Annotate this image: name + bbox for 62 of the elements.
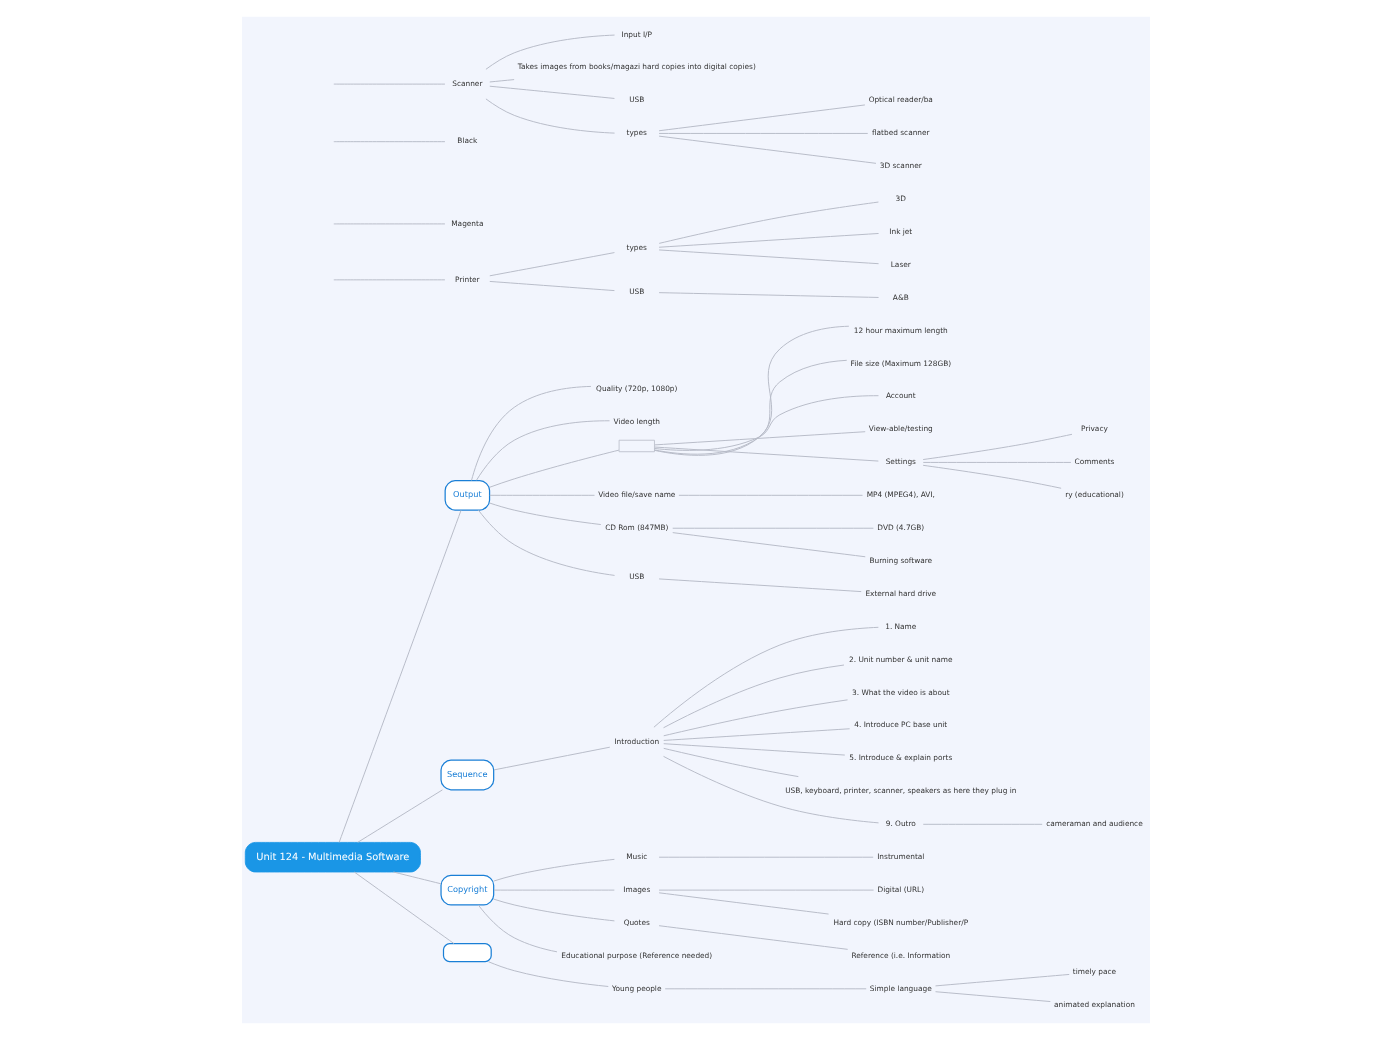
connector (333, 141, 446, 143)
connector (654, 395, 879, 451)
connector (471, 385, 592, 481)
connector (475, 420, 611, 481)
connector (658, 132, 869, 134)
connector (663, 747, 799, 778)
connector (663, 664, 845, 729)
connector (493, 898, 615, 922)
connector (353, 871, 455, 945)
connector (935, 991, 1051, 1003)
connector (333, 83, 446, 85)
connector (672, 532, 866, 558)
connector (333, 279, 446, 281)
node-box (618, 439, 655, 453)
connector (338, 510, 462, 843)
connector (664, 988, 867, 990)
connector (922, 433, 1073, 461)
connector (922, 823, 1043, 825)
connector (654, 431, 866, 446)
connector (489, 85, 615, 99)
connector (654, 446, 879, 462)
connector (477, 904, 558, 953)
connector (489, 449, 620, 488)
connector (493, 889, 615, 891)
connector (922, 461, 1072, 463)
connector (663, 755, 880, 824)
connector (658, 292, 880, 298)
connector (333, 223, 446, 225)
connector (663, 699, 849, 737)
connector (489, 494, 595, 496)
connector (653, 626, 879, 728)
connector (485, 34, 616, 70)
connector (489, 79, 515, 83)
node-box (442, 942, 492, 963)
connector (654, 359, 848, 455)
connector (658, 925, 849, 950)
connector (935, 973, 1070, 987)
connector (658, 249, 880, 265)
connector (489, 280, 615, 292)
connector (663, 728, 851, 741)
connector (658, 578, 862, 593)
connector (493, 858, 615, 882)
connector (678, 494, 864, 496)
connector (658, 104, 866, 132)
connector (663, 743, 846, 756)
connector (489, 502, 602, 526)
connector (658, 135, 877, 164)
connector (922, 464, 1062, 489)
connector (357, 789, 443, 843)
connector (477, 509, 616, 576)
connector (653, 325, 850, 456)
connector (485, 98, 616, 134)
connector (658, 856, 874, 858)
connector (493, 746, 611, 771)
connector (393, 871, 442, 885)
connector (488, 961, 609, 987)
connector (658, 233, 880, 248)
connector (489, 252, 615, 277)
connector (658, 889, 875, 891)
connector (658, 892, 830, 915)
connector (672, 527, 874, 529)
connector (658, 201, 879, 244)
